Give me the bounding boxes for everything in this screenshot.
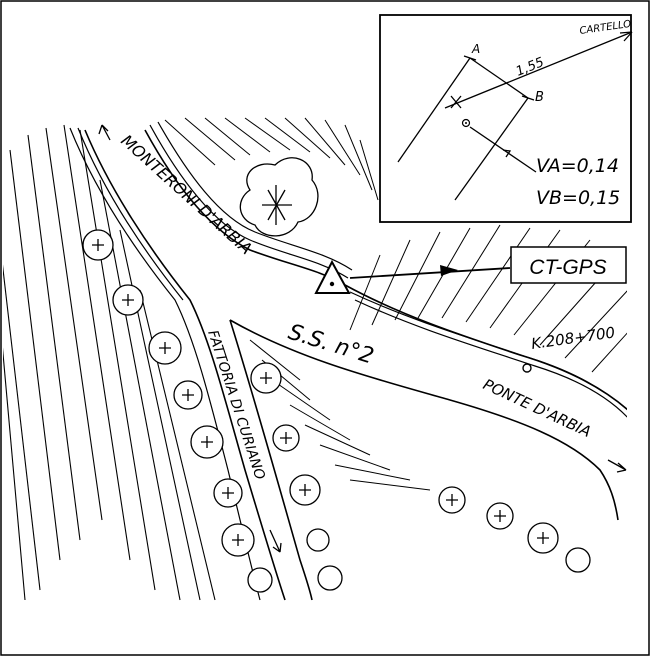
tree	[289, 474, 321, 506]
inset-point-a: A	[471, 42, 480, 56]
tree	[82, 229, 114, 261]
arrow-south-icon	[269, 529, 282, 553]
embankment-top	[149, 121, 353, 279]
gps-label: CT-GPS	[529, 256, 606, 279]
gps-callout-line	[349, 267, 511, 279]
direction-arrows	[98, 124, 627, 553]
arrow-north-icon	[98, 124, 111, 141]
tree	[112, 284, 144, 316]
inset-point-b: B	[535, 90, 544, 105]
tree	[213, 478, 243, 508]
inset-vb: VB=0,15	[536, 187, 620, 209]
inset-va: VA=0,14	[536, 155, 619, 177]
field-top-hatching	[164, 117, 379, 201]
arrow-east-icon	[607, 459, 627, 473]
tree	[486, 502, 514, 530]
tree-group	[82, 157, 591, 593]
tree	[272, 424, 300, 452]
tree	[317, 565, 343, 591]
tree	[221, 523, 255, 557]
tree	[438, 486, 466, 514]
tree	[565, 547, 591, 573]
milestone-icon	[522, 363, 532, 373]
gps-label-box	[510, 246, 627, 284]
tree	[190, 425, 224, 459]
gps-marker-icon	[314, 259, 351, 294]
tree	[527, 522, 559, 554]
gps-callout-arrowhead-icon	[440, 265, 458, 276]
tree	[247, 567, 273, 593]
inset-detail: CARTELLO A B 1,55 VA=0,14 VB=0,15	[379, 14, 633, 223]
tree-large	[239, 157, 319, 237]
tree	[173, 380, 203, 410]
road-edges	[84, 129, 627, 601]
tree	[148, 331, 182, 365]
tree	[250, 362, 282, 394]
tree	[306, 528, 330, 552]
